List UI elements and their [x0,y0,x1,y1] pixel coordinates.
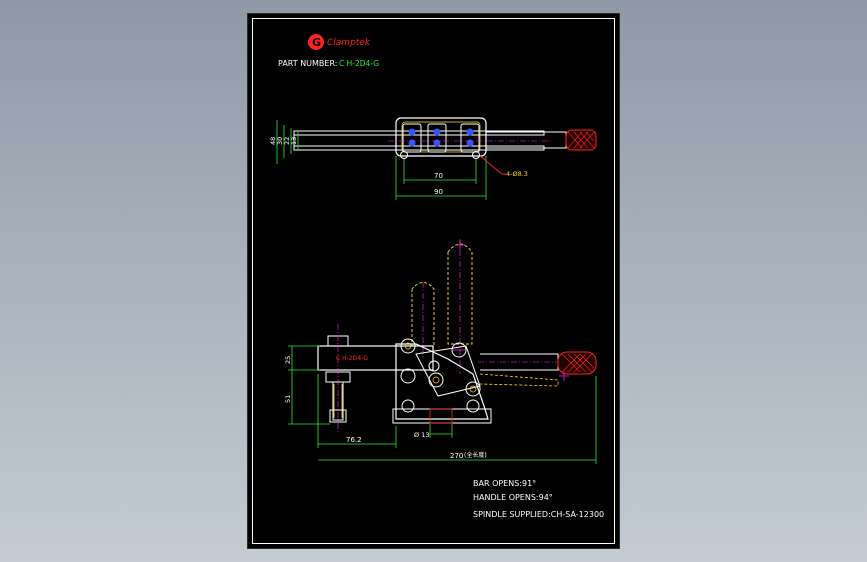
dim-51: 51 [284,395,292,403]
dim-270: 270 [450,452,463,460]
logo-circle-icon [308,34,324,50]
side-view-dims: C H-2D4-G 25 51 76.2 Ø 13 270 (全长度) [284,355,487,460]
body-part-label: C H-2D4-G [336,355,368,362]
drawing-sheet: G Clamptek PART NUMBER: C H-2D4-G [247,13,620,549]
part-number-value: C H-2D4-G [339,59,379,68]
side-view [288,239,597,464]
spec-handle-opens: HANDLE OPENS:94° [473,493,553,502]
dim-70: 70 [434,172,443,180]
cad-drawing: G Clamptek PART NUMBER: C H-2D4-G [269,34,604,519]
brand-logo: G Clamptek [308,34,371,50]
dim-22: 22 [283,137,291,145]
spec-bar-opens: BAR OPENS:91° [473,479,536,488]
logo-letter: G [312,36,321,49]
spec-spindle: SPINDLE SUPPLIED:CH-SA-12300 [473,510,604,519]
dim-total-note: (全长度) [464,451,487,459]
dim-30: 30 [276,137,284,145]
specs: BAR OPENS:91° HANDLE OPENS:94° SPINDLE S… [473,479,604,519]
logo-text: Clamptek [327,38,371,48]
top-view [276,117,597,200]
dim-13: 13 [290,137,298,145]
dim-diameter-13: Ø 13 [414,431,429,439]
drawing-border [252,18,615,544]
hole-callout: 4-Ø8.3 [506,170,528,178]
dim-48: 48 [269,137,277,145]
dim-76-2: 76.2 [346,436,362,444]
dim-25: 25 [284,356,292,364]
part-number-label: PART NUMBER: [278,59,337,68]
dim-90: 90 [434,188,443,196]
top-view-dims: 48 30 22 13 70 90 4-Ø8.3 [269,137,528,196]
